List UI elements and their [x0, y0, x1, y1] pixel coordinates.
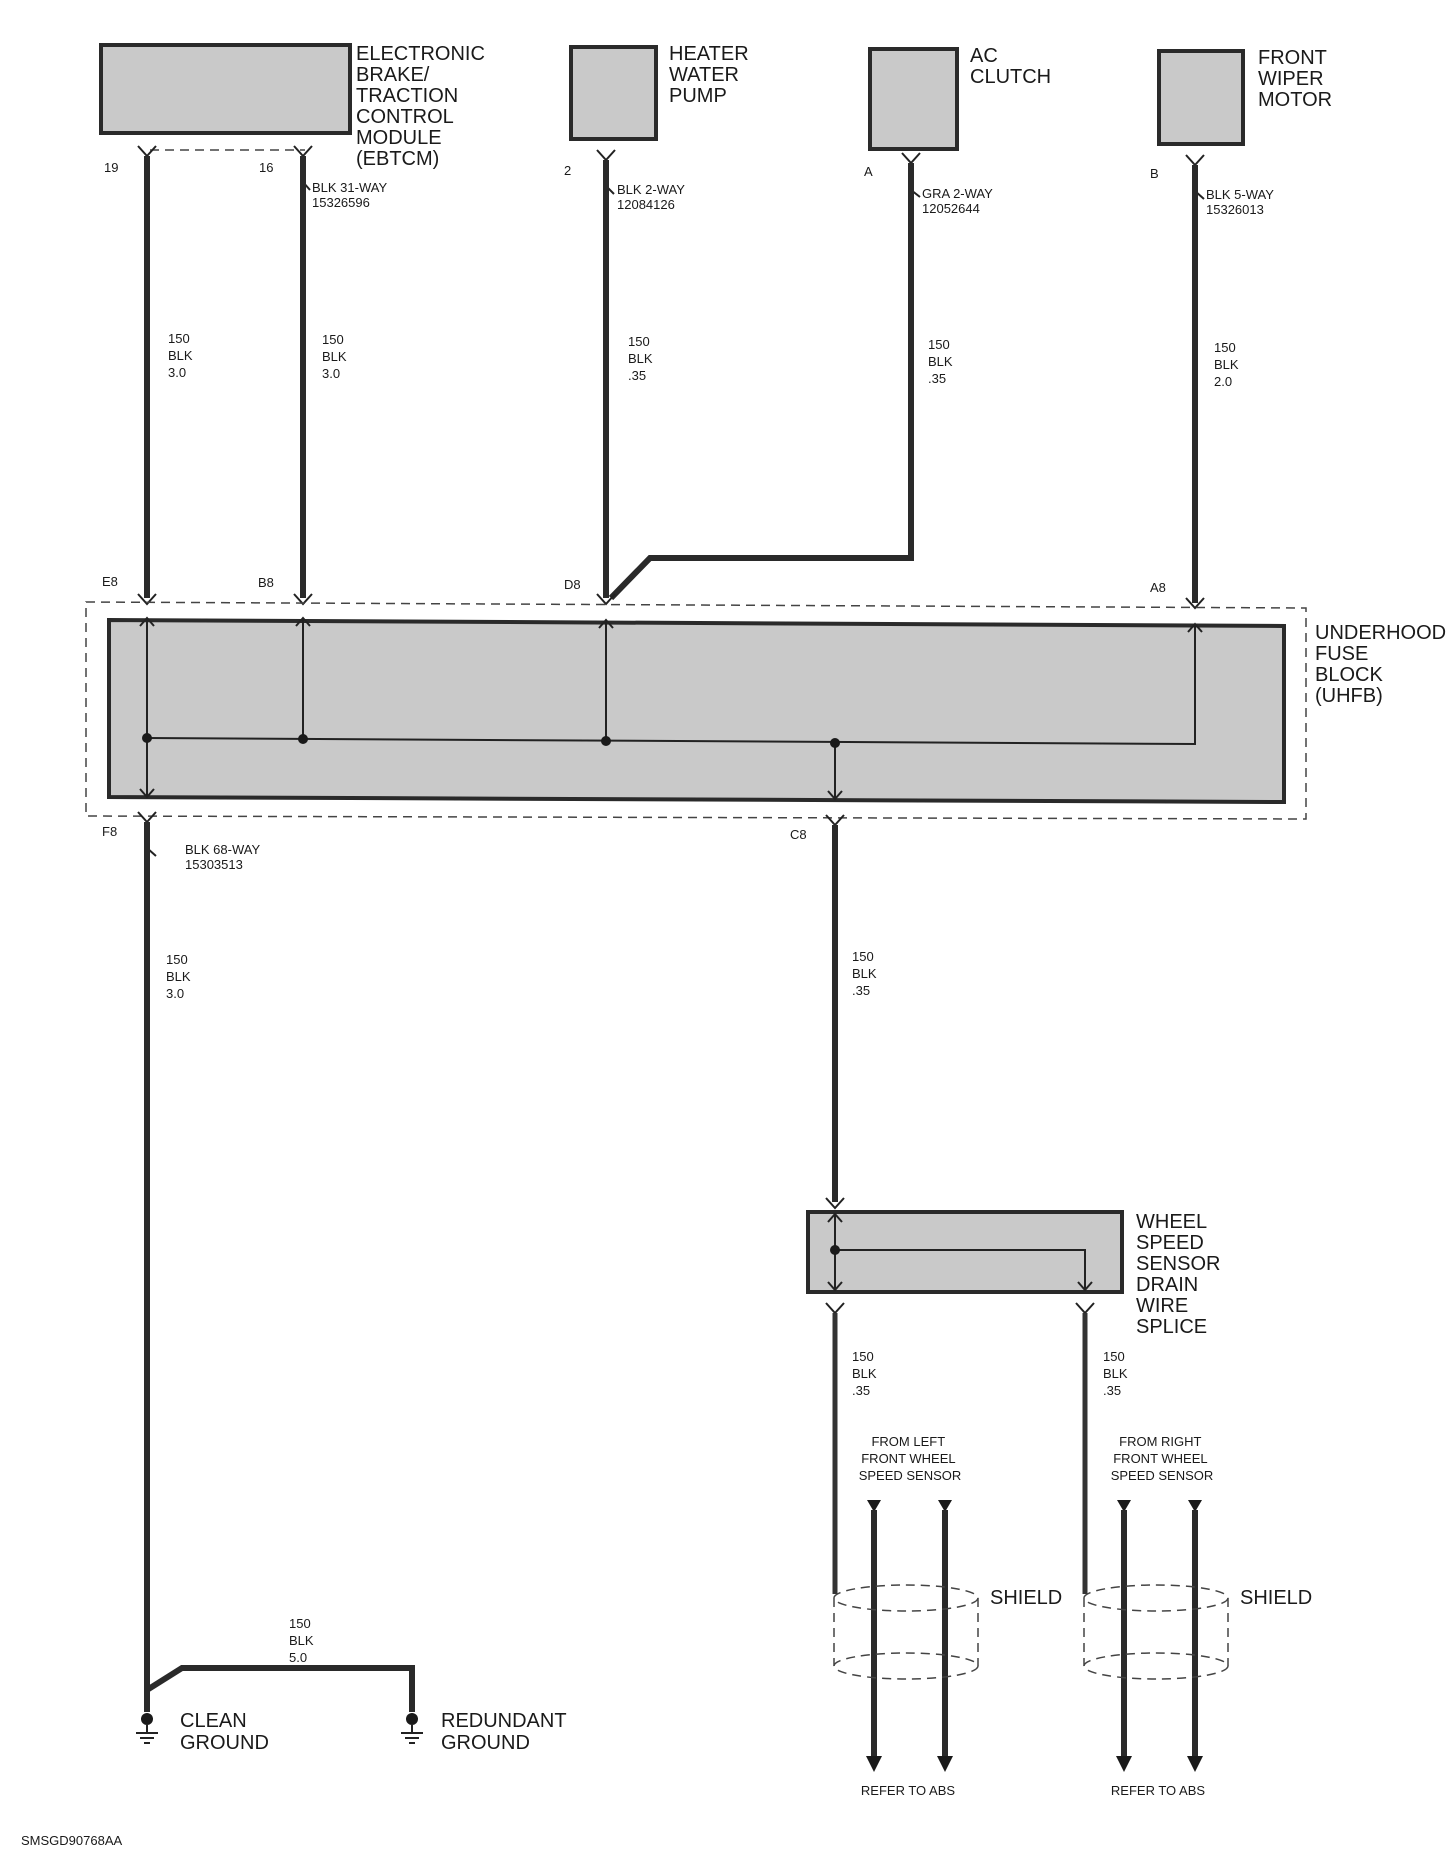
- cavity-d8: D8: [564, 577, 581, 592]
- uhfb-connector-label: BLK 68-WAY 15303513: [185, 842, 264, 872]
- wire-ground-label: 150 BLK 5.0: [289, 1616, 317, 1665]
- uhfb-node-d8: [601, 736, 611, 746]
- cavity-19: 19: [104, 160, 118, 175]
- clean-ground-icon: [136, 1713, 158, 1744]
- right-shield-icon: [1083, 1584, 1229, 1680]
- uhfb-node-c8: [830, 738, 840, 748]
- top-terminals: [137, 145, 1205, 167]
- ac-connector-label: GRA 2-WAY 12052644: [922, 186, 996, 216]
- wire-ac-label: 150 BLK .35: [928, 337, 956, 386]
- cavity-2: 2: [564, 163, 571, 178]
- cavity-a: A: [864, 164, 873, 179]
- pump-connector-label: BLK 2-WAY 12084126: [617, 182, 688, 212]
- heater-pump-box: [569, 45, 658, 141]
- left-refer-label: REFER TO ABS: [861, 1783, 955, 1798]
- heater-pump-label: HEATER WATER PUMP: [669, 43, 754, 107]
- uhfb-box: [107, 617, 1286, 805]
- splice-node: [830, 1245, 840, 1255]
- wire-d8-label: 150 BLK .35: [628, 334, 656, 383]
- wiper-motor-label: FRONT WIPER MOTOR: [1258, 47, 1332, 111]
- ebtcm-label: ELECTRONIC BRAKE/ TRACTION CONTROL MODUL…: [356, 43, 490, 170]
- splice-bottom-terminals: [825, 1302, 1095, 1315]
- cavity-b8: B8: [258, 575, 274, 590]
- wire-f8: [144, 822, 415, 1712]
- redundant-ground-label: REDUNDANT GROUND: [441, 1710, 572, 1754]
- wire-right-label: 150 BLK .35: [1103, 1349, 1131, 1398]
- left-shield-icon: [833, 1584, 979, 1680]
- uhfb-internal-bus: [139, 616, 1203, 801]
- wire-e8-label: 150 BLK 3.0: [168, 331, 196, 380]
- splice-label: WHEEL SPEED SENSOR DRAIN WIRE SPLICE: [1136, 1211, 1226, 1338]
- wire-f8-label: 150 BLK 3.0: [166, 952, 194, 1001]
- uhfb-node-b8: [298, 734, 308, 744]
- redundant-ground-icon: [401, 1713, 423, 1744]
- splice-box: [806, 1210, 1124, 1294]
- wire-c8-label: 150 BLK .35: [852, 949, 880, 998]
- cavity-16: 16: [259, 160, 273, 175]
- wire-a8-label: 150 BLK 2.0: [1214, 340, 1242, 389]
- clean-ground-label: CLEAN GROUND: [180, 1710, 269, 1754]
- wire-b8-label: 150 BLK 3.0: [322, 332, 350, 381]
- right-sensor-label: FROM RIGHT FRONT WHEEL SPEED SENSOR: [1111, 1434, 1214, 1483]
- uhfb-node-e8: [142, 733, 152, 743]
- wire-ac: [608, 163, 914, 601]
- right-refer-label: REFER TO ABS: [1111, 1783, 1205, 1798]
- cavity-a8: A8: [1150, 580, 1166, 595]
- ebtcm-connector-label: BLK 31-WAY 15326596: [312, 180, 391, 210]
- cavity-c8: C8: [790, 827, 807, 842]
- uhfb-dashed-outline: [85, 601, 1307, 820]
- splice-internal: [827, 1212, 1093, 1292]
- cavity-e8: E8: [102, 574, 118, 589]
- figure-id: SMSGD90768AA: [21, 1833, 122, 1848]
- left-sensor-wires: [866, 1500, 953, 1772]
- ac-clutch-label: AC CLUTCH: [970, 45, 1051, 88]
- wiper-connector-label: BLK 5-WAY 15326013: [1206, 187, 1277, 217]
- cavity-b: B: [1150, 166, 1159, 181]
- ebtcm-box: [99, 43, 352, 135]
- wire-left-label: 150 BLK .35: [852, 1349, 880, 1398]
- right-sensor-wires: [1116, 1500, 1203, 1772]
- left-shield-label: SHIELD: [990, 1587, 1062, 1609]
- uhfb-label: UNDERHOOD FUSE BLOCK (UHFB): [1315, 622, 1452, 707]
- wiper-motor-box: [1157, 49, 1245, 146]
- right-shield-label: SHIELD: [1240, 1587, 1312, 1609]
- uhfb-top-terminals: [137, 593, 1205, 610]
- left-sensor-label: FROM LEFT FRONT WHEEL SPEED SENSOR: [859, 1434, 962, 1483]
- cavity-f8: F8: [102, 824, 117, 839]
- splice-top-terminal: [825, 1197, 845, 1210]
- ac-clutch-box: [868, 47, 959, 151]
